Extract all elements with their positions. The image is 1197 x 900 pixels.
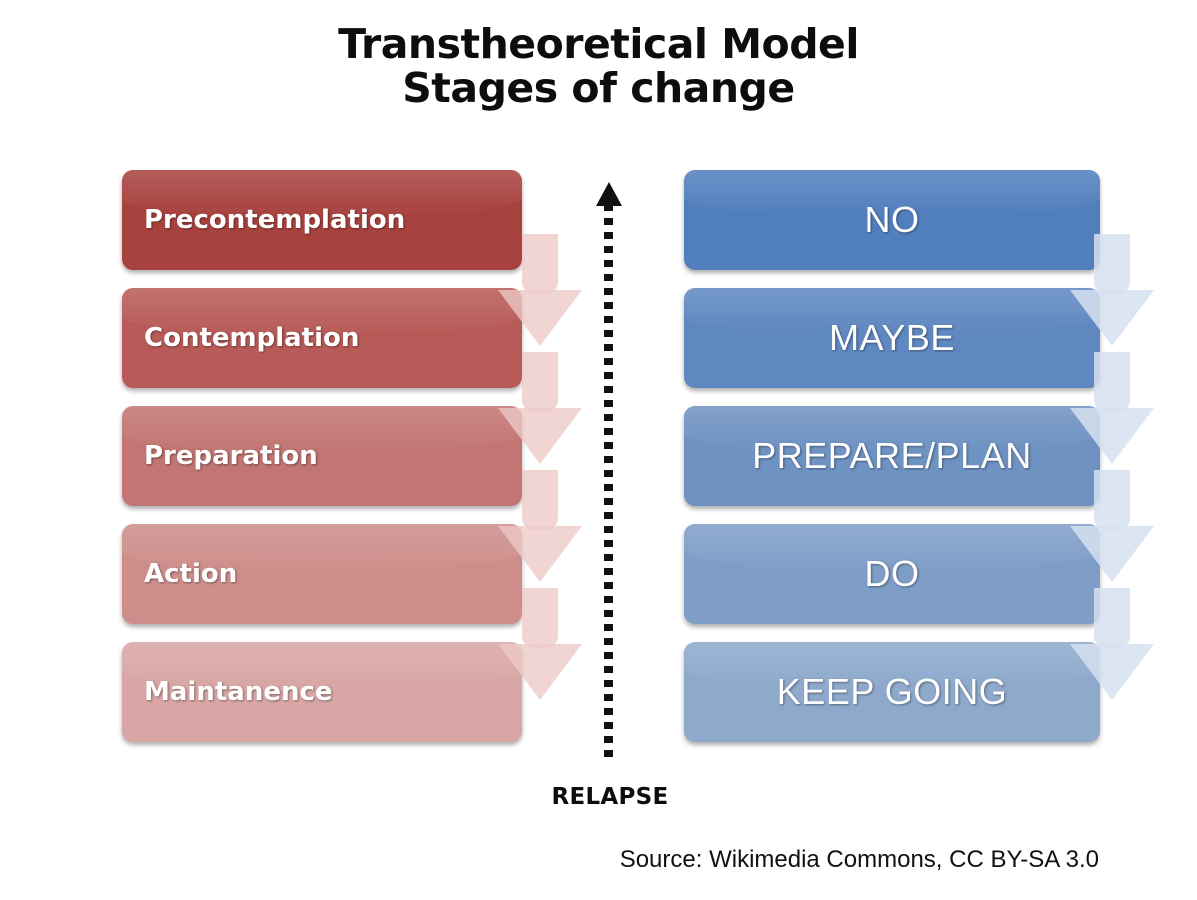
answer-box-do[interactable]: DO	[684, 524, 1154, 700]
stage-label: Maintanence	[144, 677, 333, 707]
relapse-label: RELAPSE	[551, 784, 669, 810]
stage-box-preparation[interactable]: Preparation	[122, 406, 582, 582]
title-line-2: Stages of change	[402, 64, 795, 113]
answer-label: NO	[864, 199, 920, 240]
stage-label: Contemplation	[144, 323, 360, 353]
answer-box-no[interactable]: NO	[684, 170, 1154, 346]
title-line-1: Transtheoretical Model	[338, 20, 859, 68]
answer-box-maybe[interactable]: MAYBE	[684, 288, 1154, 464]
stage-label: Preparation	[144, 441, 318, 471]
stages-column-right: NO MAYBE PREPARE/PLAN DO KEEP GOING	[684, 170, 1154, 760]
stage-box-precontemplation[interactable]: Precontemplation	[122, 170, 582, 346]
relapse-up-arrow-icon	[595, 182, 625, 762]
answer-label: DO	[864, 553, 920, 594]
answer-label: MAYBE	[829, 317, 955, 358]
stage-label: Precontemplation	[144, 205, 406, 235]
arrow-dashed-shaft	[604, 204, 613, 762]
answer-label: PREPARE/PLAN	[752, 435, 1032, 476]
page-title: Transtheoretical Model Stages of change	[0, 22, 1197, 111]
stage-box-maintanence[interactable]: Maintanence	[122, 642, 522, 742]
arrow-head	[596, 182, 622, 206]
answer-label: KEEP GOING	[776, 671, 1008, 712]
stage-label: Action	[144, 559, 238, 589]
answer-box-keep-going[interactable]: KEEP GOING	[684, 642, 1100, 742]
stage-box-action[interactable]: Action	[122, 524, 582, 700]
answer-box-prepare-plan[interactable]: PREPARE/PLAN	[684, 406, 1154, 582]
stages-column-left: Precontemplation Contemplation Preparati…	[122, 170, 582, 760]
stage-box-contemplation[interactable]: Contemplation	[122, 288, 582, 464]
source-credit: Source: Wikimedia Commons, CC BY-SA 3.0	[619, 846, 1099, 873]
